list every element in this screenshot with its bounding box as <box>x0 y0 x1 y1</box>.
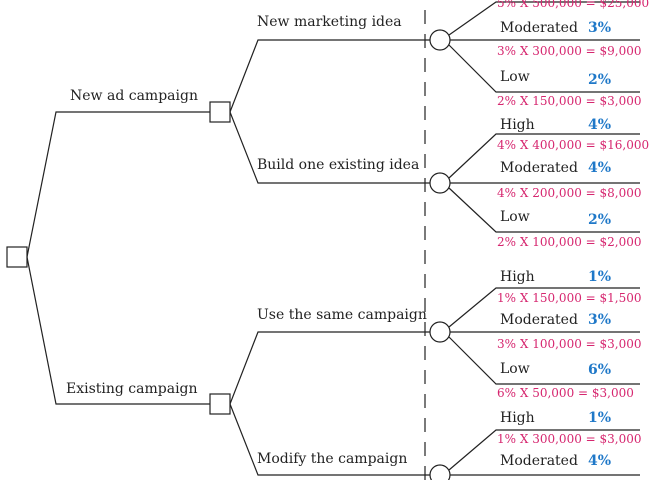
outcome-label: High <box>500 117 535 133</box>
chance-node-new-marketing <box>429 29 451 51</box>
outcome-percent: 4% <box>588 453 612 469</box>
outcome-label: High <box>500 269 535 285</box>
outcome-line <box>448 336 640 385</box>
branch-build-existing-idea <box>229 111 430 184</box>
outcome-percent: 1% <box>588 269 612 285</box>
strategy-label: Build one existing idea <box>257 157 420 173</box>
outcome-percent: 4% <box>588 160 612 176</box>
outcome-line <box>448 429 640 471</box>
branch-existing-campaign <box>26 256 210 405</box>
branch-use-same-campaign <box>229 331 430 405</box>
outcome-calculation: 1% X 150,000 = $1,500 <box>497 291 642 305</box>
outcome-calculation: 6% X 50,000 = $3,000 <box>497 386 634 400</box>
outcome-percent: 4% <box>588 117 612 133</box>
outcome-line <box>448 187 640 233</box>
strategy-label: New marketing idea <box>257 14 402 30</box>
chance-node-modify <box>429 464 451 480</box>
outcome-label: Moderated <box>500 160 578 176</box>
root-option-label: New ad campaign <box>70 88 198 104</box>
strategy-label: Use the same campaign <box>257 307 427 323</box>
outcome-percent: 3% <box>588 20 612 36</box>
outcome-line <box>448 1 640 36</box>
outcome-label: Low <box>500 361 530 377</box>
outcome-label: High <box>500 410 535 426</box>
outcome-label: Low <box>500 69 530 85</box>
outcome-calculation: 3% X 100,000 = $3,000 <box>497 337 642 351</box>
chance-node-build-existing <box>429 172 451 194</box>
root-option-label: Existing campaign <box>66 381 198 397</box>
outcome-percent: 2% <box>588 212 612 228</box>
outcome-calculation: 2% X 150,000 = $3,000 <box>497 94 642 108</box>
outcome-line <box>448 44 640 93</box>
branch-modify-campaign <box>229 403 430 476</box>
outcome-percent: 1% <box>588 410 612 426</box>
outcome-calculation: 4% X 200,000 = $8,000 <box>497 186 642 200</box>
outcome-label: Moderated <box>500 453 578 469</box>
outcome-label: Low <box>500 209 530 225</box>
outcome-label: Moderated <box>500 312 578 328</box>
outcome-percent: 2% <box>588 72 612 88</box>
strategy-label: Modify the campaign <box>257 451 408 467</box>
outcome-percent: 6% <box>588 362 612 378</box>
decision-node-new-ad <box>209 101 231 123</box>
outcome-calculation: 2% X 100,000 = $2,000 <box>497 235 642 249</box>
outcome-line <box>448 133 640 179</box>
branch-new-marketing-idea <box>229 39 430 113</box>
outcome-calculation: 4% X 400,000 = $16,000 <box>497 138 650 152</box>
chance-node-use-same <box>429 321 451 343</box>
root-decision-node <box>6 246 28 268</box>
branch-new-ad-campaign <box>26 111 210 258</box>
decision-node-existing <box>209 393 231 415</box>
outcome-line <box>448 287 640 328</box>
outcome-label: Moderated <box>500 20 578 36</box>
outcome-percent: 3% <box>588 312 612 328</box>
outcome-calculation: 1% X 300,000 = $3,000 <box>497 432 642 446</box>
outcome-calculation: 5% X 500,000 = $25,000 <box>497 0 650 10</box>
outcome-calculation: 3% X 300,000 = $9,000 <box>497 44 642 58</box>
